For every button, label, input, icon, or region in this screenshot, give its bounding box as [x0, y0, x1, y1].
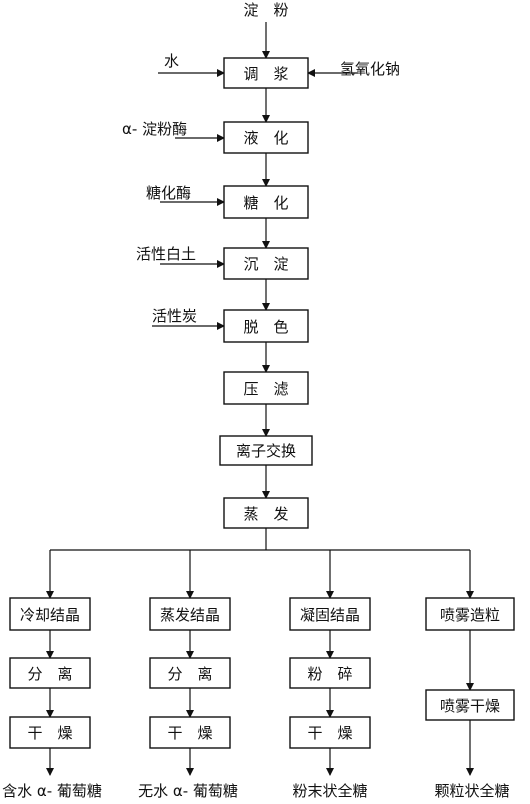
start-material-label: 淀 粉 [243, 1, 288, 19]
branch-step-label: 凝固结晶 [300, 606, 360, 624]
product-label: 粉末状全糖 [292, 782, 367, 800]
branch-step-label: 干 燥 [307, 724, 352, 742]
step-label: 糖 化 [243, 194, 288, 212]
branch-step-label: 分 离 [27, 665, 72, 683]
step-label: 沉 淀 [243, 255, 288, 273]
branch-step-label: 喷雾干燥 [440, 697, 500, 715]
input-label-activated-carbon: 活性炭 [152, 307, 197, 325]
step-box: 压 滤 [223, 371, 309, 405]
product-label: 颗粒状全糖 [434, 782, 509, 800]
branch-step-box: 粉 碎 [289, 657, 371, 689]
step-box: 液 化 [223, 121, 309, 154]
step-box: 糖 化 [223, 185, 309, 219]
step-box: 沉 淀 [223, 247, 309, 280]
branch-step-label: 蒸发结晶 [160, 606, 220, 624]
branch-step-box: 喷雾造粒 [425, 597, 515, 631]
branch-step-label: 粉 碎 [307, 665, 352, 683]
branch-step-label: 喷雾造粒 [440, 606, 500, 624]
branch-step-box: 凝固结晶 [289, 597, 371, 631]
branch-step-box: 干 燥 [289, 716, 371, 749]
branch-step-label: 分 离 [167, 665, 212, 683]
input-label-water: 水 [164, 52, 179, 70]
connector-lines [46, 22, 474, 776]
input-label-glucoamylase: 糖化酶 [146, 184, 191, 202]
step-label: 液 化 [243, 129, 288, 147]
step-box: 脱 色 [223, 309, 309, 343]
step-label: 脱 色 [243, 318, 288, 336]
branch-step-label: 干 燥 [27, 724, 72, 742]
branch-step-box: 喷雾干燥 [425, 689, 515, 721]
step-box: 蒸 发 [223, 497, 309, 529]
product-label: 无水 α- 葡萄糖 [138, 782, 238, 800]
input-label-activated-clay: 活性白土 [136, 245, 196, 263]
step-box: 离子交换 [219, 435, 313, 466]
step-box: 调 浆 [223, 57, 309, 89]
branch-step-box: 分 离 [9, 657, 91, 689]
input-label-sodium-hydroxide: 氢氧化钠 [340, 60, 400, 78]
step-label: 调 浆 [243, 65, 288, 83]
branch-step-box: 蒸发结晶 [149, 597, 231, 631]
branch-step-label: 干 燥 [167, 724, 212, 742]
step-label: 压 滤 [243, 380, 288, 398]
branch-step-box: 干 燥 [9, 716, 91, 749]
branch-step-box: 分 离 [149, 657, 231, 689]
step-label: 蒸 发 [243, 505, 288, 523]
product-label: 含水 α- 葡萄糖 [2, 782, 102, 800]
branch-step-label: 冷却结晶 [20, 606, 80, 624]
branch-step-box: 冷却结晶 [9, 597, 91, 631]
input-label-alpha-amylase: α- 淀粉酶 [122, 120, 187, 138]
branch-step-box: 干 燥 [149, 716, 231, 749]
step-label: 离子交换 [236, 442, 296, 460]
